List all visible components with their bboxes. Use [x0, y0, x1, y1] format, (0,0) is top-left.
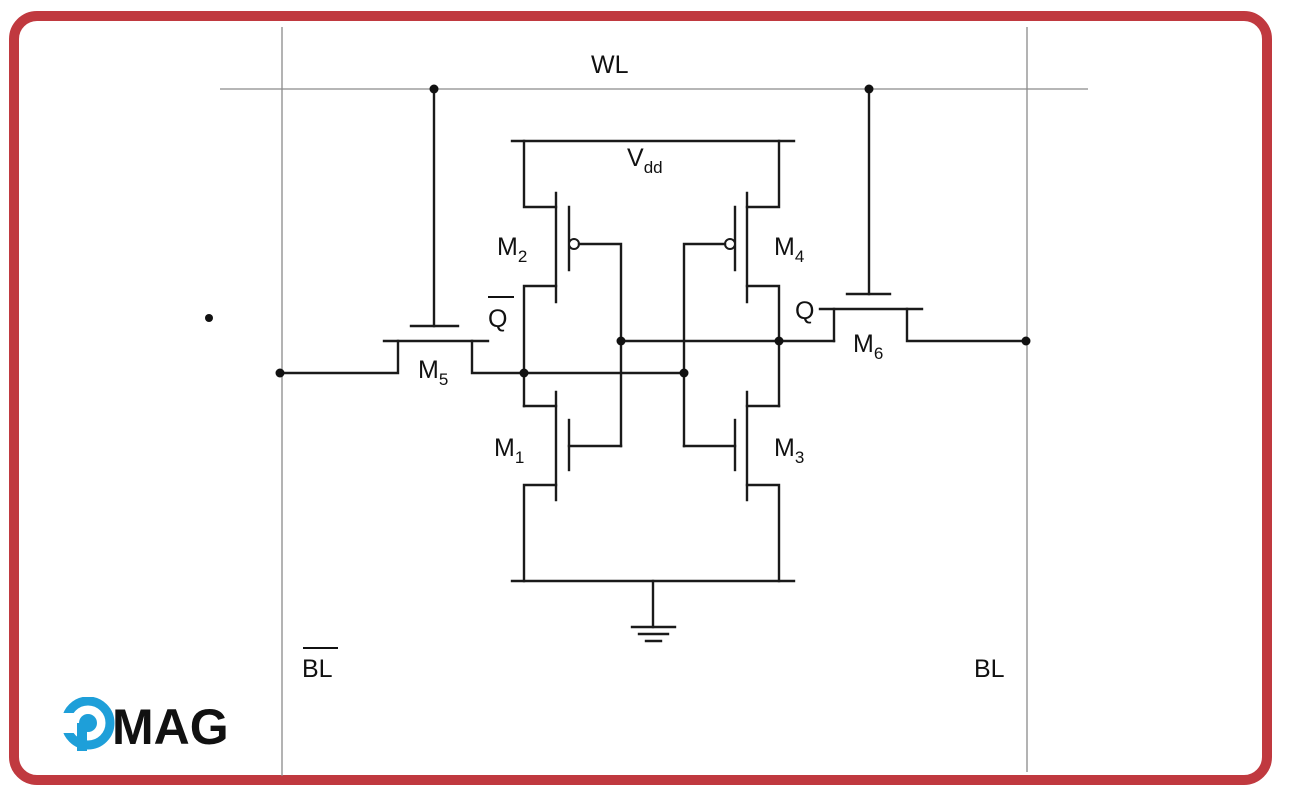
q-bar-label: Q: [488, 305, 507, 333]
transistor-m3: [682, 390, 781, 583]
p-logo-icon: [62, 697, 115, 751]
transistor-m6: [818, 87, 1029, 343]
bl-bar-label: BL: [302, 655, 333, 683]
m5-label: M5: [418, 356, 448, 389]
q-label: Q: [795, 297, 814, 325]
m2-label: M2: [497, 233, 527, 266]
ground-icon: [630, 579, 677, 643]
transistor-m1: [522, 390, 623, 583]
m4-label: M4: [774, 233, 804, 266]
bl-label: BL: [974, 655, 1005, 683]
brand-logo: MAG: [62, 697, 229, 753]
m3-label: M3: [774, 434, 804, 467]
m1-label: M1: [494, 434, 524, 467]
m6-label: M6: [853, 330, 883, 363]
junction-nodes: [205, 84, 1031, 378]
transistor-m4: [682, 139, 781, 448]
logo-text: MAG: [112, 699, 229, 753]
vdd-label: Vdd: [627, 144, 663, 177]
transistor-m5: [280, 87, 526, 375]
wl-label: WL: [591, 51, 629, 79]
transistor-m2: [522, 139, 623, 448]
